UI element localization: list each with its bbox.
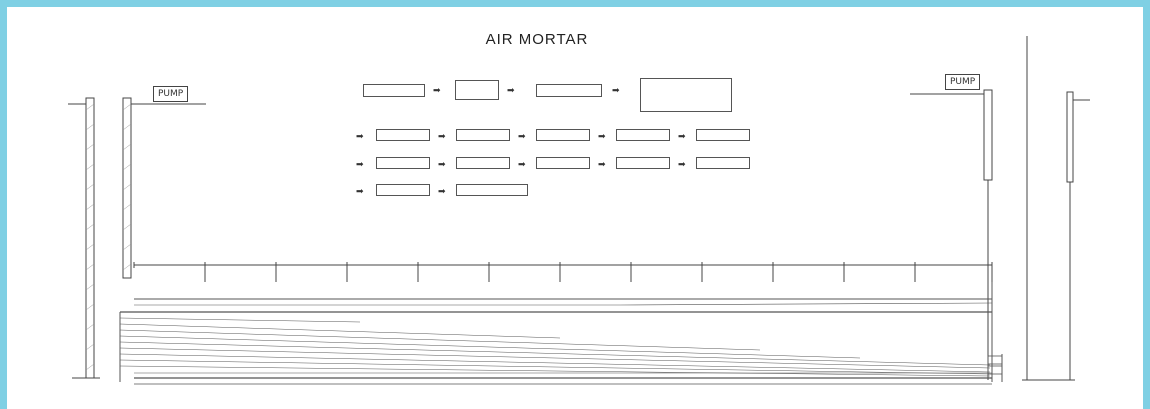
arrow-right-icon: ➡ (438, 186, 446, 196)
flow-box (376, 184, 430, 196)
arrow-right-icon: ➡ (598, 159, 606, 169)
flow-box (696, 157, 750, 169)
horizontal-scale (133, 262, 993, 282)
right-columns (910, 36, 1090, 381)
left-columns (68, 97, 206, 379)
arrow-right-icon: ➡ (356, 186, 364, 196)
arrow-right-icon: ➡ (598, 131, 606, 141)
flow-box (376, 157, 430, 169)
arrow-right-icon: ➡ (678, 159, 686, 169)
flow-box (456, 157, 510, 169)
arrow-right-icon: ➡ (438, 131, 446, 141)
flow-box (536, 157, 590, 169)
flow-box (536, 129, 590, 141)
flow-box (616, 129, 670, 141)
arrow-right-icon: ➡ (507, 85, 515, 95)
flow-box (640, 78, 732, 112)
diagram-title: AIR MORTAR (485, 31, 589, 48)
arrow-right-icon: ➡ (438, 159, 446, 169)
pump-right-label: PUMP (945, 74, 981, 90)
arrow-right-icon: ➡ (678, 131, 686, 141)
flow-box (536, 84, 602, 97)
flow-box (376, 129, 430, 141)
flow-box (696, 129, 750, 141)
arrow-right-icon: ➡ (518, 159, 526, 169)
pipe-section (119, 282, 1003, 385)
arrow-right-icon: ➡ (433, 85, 441, 95)
arrow-right-icon: ➡ (612, 85, 620, 95)
flow-box (456, 129, 510, 141)
arrow-right-icon: ➡ (518, 131, 526, 141)
arrow-right-icon: ➡ (356, 159, 364, 169)
flow-box (455, 80, 499, 100)
flow-box (616, 157, 670, 169)
arrow-right-icon: ➡ (356, 131, 364, 141)
flow-box (363, 84, 425, 97)
pump-left-label: PUMP (153, 86, 189, 102)
flow-box (456, 184, 528, 196)
